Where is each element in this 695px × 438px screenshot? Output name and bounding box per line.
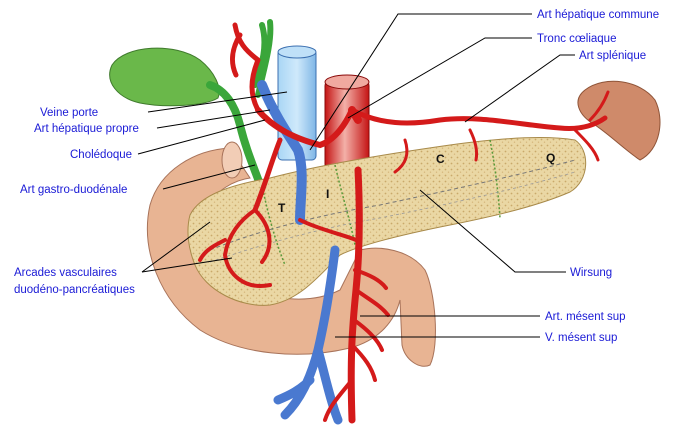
leader-lines	[137, 13, 575, 338]
label-arcades-line2: duodéno-pancréatiques	[14, 284, 135, 296]
segment-q-label: Q	[546, 151, 555, 165]
gallbladder	[109, 47, 220, 107]
label-art-gastro-duodenale: Art gastro-duodénale	[20, 184, 127, 196]
pancreas	[187, 137, 587, 306]
label-wirsung: Wirsung	[570, 267, 612, 279]
superior-mesenteric-vein	[273, 245, 343, 425]
segment-t-label: T	[278, 201, 286, 215]
label-veine-porte: Veine porte	[40, 107, 98, 119]
label-v-mesent-sup: V. mésent sup	[545, 332, 617, 344]
wirsung-duct	[209, 159, 576, 251]
label-choledoque: Cholédoque	[70, 149, 132, 161]
label-arcades-line1: Arcades vasculaires	[14, 267, 117, 279]
label-art-hepatique-propre: Art hépatique propre	[34, 123, 139, 135]
label-art-hepatique-commune: Art hépatique commune	[537, 9, 659, 21]
choledoque-duct	[206, 81, 266, 194]
segment-c-label: C	[436, 152, 445, 166]
arteries	[198, 22, 610, 424]
portal-vein	[257, 80, 307, 225]
spleen	[577, 80, 661, 161]
label-tronc-coeliaque: Tronc cœliaque	[537, 33, 616, 45]
label-art-mesent-sup: Art. mésent sup	[545, 311, 626, 323]
segment-i-label: I	[326, 187, 329, 201]
label-art-splenique: Art splénique	[579, 50, 646, 62]
